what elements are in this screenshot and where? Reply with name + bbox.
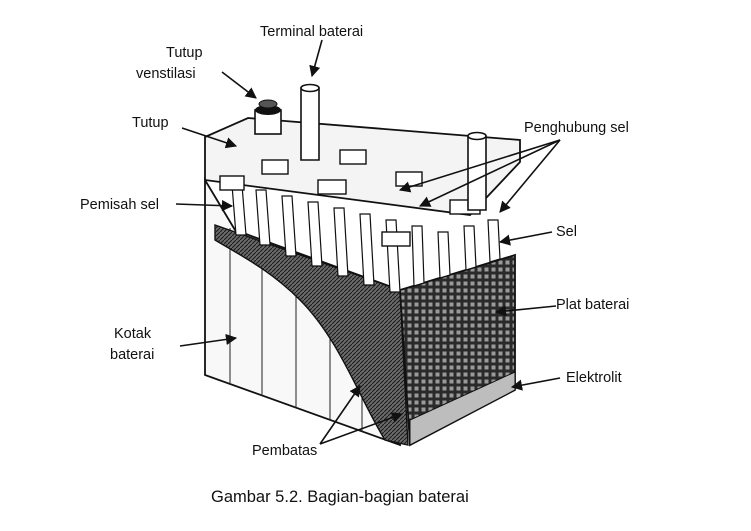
label-case-line2: baterai bbox=[110, 347, 154, 363]
figure-caption: Gambar 5.2. Bagian-bagian baterai bbox=[211, 488, 469, 506]
label-cell-connector: Penghubung sel bbox=[524, 120, 629, 136]
terminal-right bbox=[468, 136, 486, 210]
label-vent-cap-line1: Tutup bbox=[166, 45, 203, 61]
label-cell: Sel bbox=[556, 224, 577, 240]
vent-cap bbox=[255, 100, 281, 134]
labels: Terminal baterai Tutup venstilasi Tutup … bbox=[80, 24, 629, 506]
label-plate: Plat baterai bbox=[556, 297, 629, 313]
label-lid: Tutup bbox=[132, 115, 169, 131]
label-electrolyte: Elektrolit bbox=[566, 370, 622, 386]
label-separator: Pembatas bbox=[252, 443, 317, 459]
label-cell-separator: Pemisah sel bbox=[80, 197, 159, 213]
label-terminal: Terminal baterai bbox=[260, 24, 363, 40]
label-vent-cap-line2: venstilasi bbox=[136, 66, 196, 82]
label-case-line1: Kotak bbox=[114, 326, 152, 342]
terminal-left bbox=[301, 88, 319, 160]
